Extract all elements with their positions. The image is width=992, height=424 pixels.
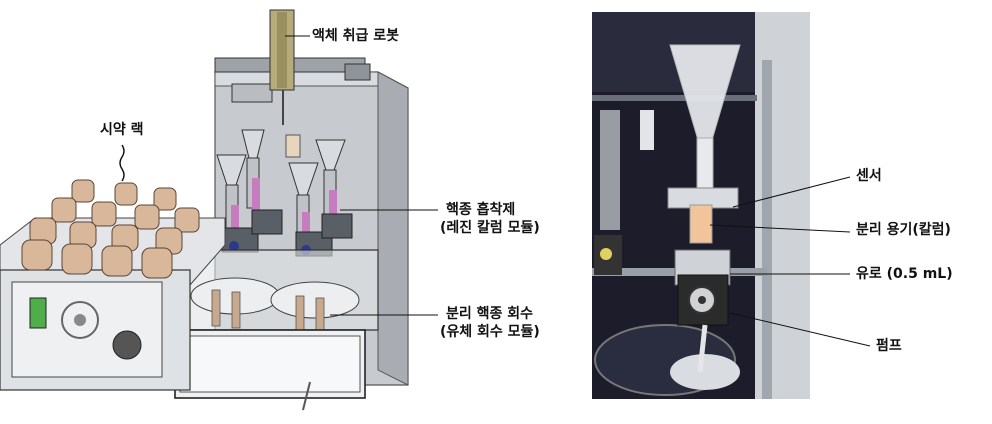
apparatus-photo — [592, 12, 810, 399]
label-liquid-robot: 액체 취급 로봇 — [312, 28, 400, 44]
label-pump: 펌프 — [876, 338, 902, 354]
label-reagent-rack: 시약 랙 — [100, 122, 144, 138]
label-flow-path: 유로 (0.5 mL) — [856, 266, 953, 282]
label-sensor: 센서 — [856, 168, 882, 184]
label-recovery-line2: (유체 회수 모듈) — [440, 324, 540, 340]
label-recovery-line1: 분리 핵종 회수 — [446, 306, 534, 322]
resin-column-modules — [216, 129, 353, 257]
fluid-recovery-module — [174, 249, 379, 411]
leader-lines — [119, 35, 871, 347]
label-adsorbent-line1: 핵종 흡착제 — [446, 202, 516, 218]
label-adsorbent-line2: (레진 칼럼 모듈) — [440, 220, 540, 236]
reagent-bottles — [21, 179, 200, 279]
liquid-handling-robot — [214, 9, 371, 158]
label-separation-vessel: 분리 용기(칼럼) — [856, 222, 951, 238]
